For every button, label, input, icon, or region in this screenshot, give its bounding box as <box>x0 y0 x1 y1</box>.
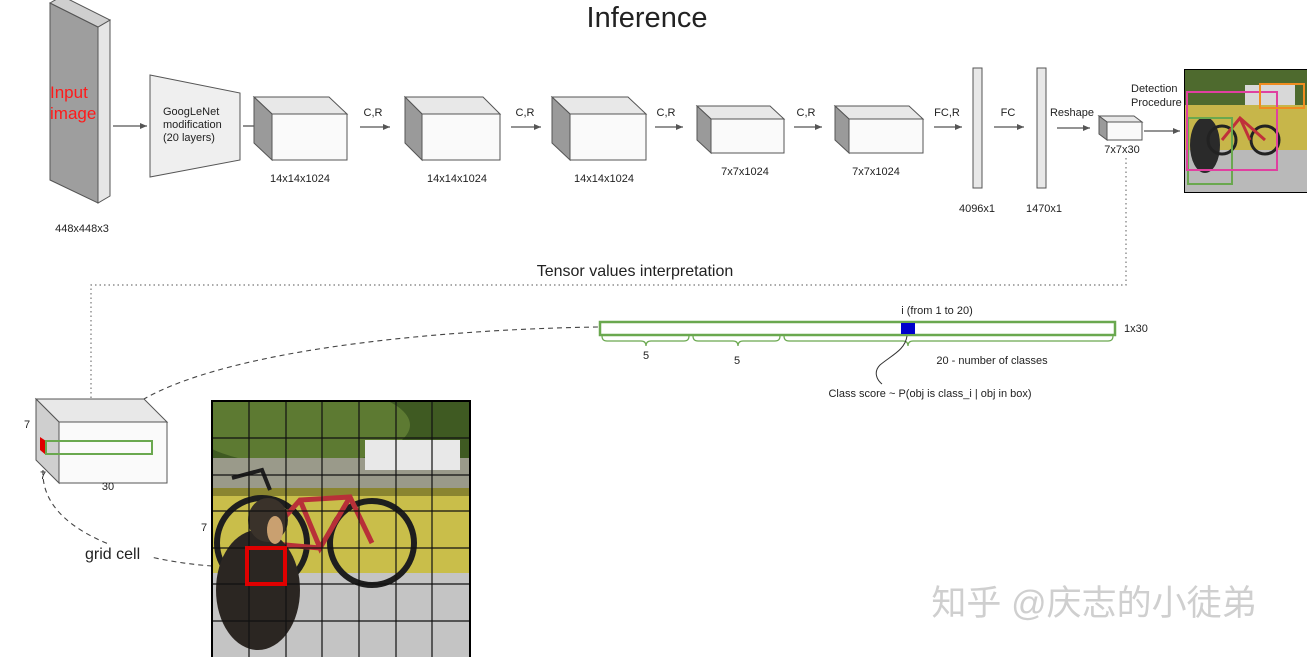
googlenet-line1: GoogLeNet <box>163 106 219 118</box>
class-score-pointer <box>875 335 908 385</box>
output-tensor <box>1097 115 1144 141</box>
diagram-title: Inference <box>587 2 708 34</box>
dotted-connector <box>90 158 1127 400</box>
op-label-1: C,R <box>364 107 383 119</box>
op-label-6: FC <box>1001 107 1016 119</box>
feature-block-3 <box>550 95 648 162</box>
fc-1-size: 4096x1 <box>959 203 995 215</box>
feature-block-5 <box>833 104 925 155</box>
fc-layer-1 <box>972 67 983 189</box>
cube-dim-h: 7 <box>24 419 30 431</box>
selected-cell-face <box>40 437 46 455</box>
input-label-line1: Input <box>50 83 88 102</box>
interp-title: Tensor values interpretation <box>537 263 734 280</box>
segment-3-label: 20 - number of classes <box>936 355 1048 367</box>
detection-line2: Procedure <box>1131 97 1182 109</box>
op-label-3: C,R <box>657 107 676 119</box>
op-label-7: Reshape <box>1050 107 1094 119</box>
dashed-connector-grid <box>42 469 213 567</box>
detection-result-image <box>1184 69 1307 193</box>
op-label-5: FC,R <box>934 107 960 119</box>
watermark: 知乎 @庆志的小徒弟 <box>931 584 1256 623</box>
input-label-line2: image <box>50 104 96 123</box>
fc-layer-2 <box>1036 67 1047 189</box>
detection-line1: Detection <box>1131 83 1177 95</box>
highlighted-grid-cell <box>245 546 287 586</box>
output-size: 7x7x30 <box>1104 144 1139 156</box>
tensor-cube <box>34 397 169 485</box>
block-2-size: 14x14x1024 <box>427 173 487 185</box>
fc-2-size: 1470x1 <box>1026 203 1062 215</box>
vector-size: 1x30 <box>1124 323 1148 335</box>
block-3-size: 14x14x1024 <box>574 173 634 185</box>
googlenet-line2: modification <box>163 119 222 131</box>
cube-vector-highlight <box>45 440 153 455</box>
googlenet-block <box>149 74 241 178</box>
input-image-slab <box>48 0 112 204</box>
block-5-size: 7x7x1024 <box>852 166 900 178</box>
op-label-4: C,R <box>797 107 816 119</box>
class-score-cell <box>901 323 915 334</box>
block-1-size: 14x14x1024 <box>270 173 330 185</box>
segment-2-label: 5 <box>734 355 740 367</box>
grid-lines <box>213 402 469 657</box>
i-label: i (from 1 to 20) <box>901 305 973 317</box>
cube-dim-d: 30 <box>102 481 114 493</box>
class-score-label: Class score ~ P(obj is class_i | obj in … <box>828 388 1031 400</box>
feature-block-2 <box>403 95 502 162</box>
feature-block-4 <box>695 104 786 155</box>
cube-dim-w: 7 <box>40 470 46 482</box>
vector-1x30 <box>598 320 1117 337</box>
feature-block-1 <box>252 95 349 162</box>
grid-dim-label: 7 <box>201 522 207 534</box>
segment-braces <box>601 335 1114 347</box>
grid-cell-label: grid cell <box>85 546 140 563</box>
input-photo-grid <box>211 400 471 657</box>
op-label-2: C,R <box>516 107 535 119</box>
input-size-label: 448x448x3 <box>55 223 109 235</box>
block-4-size: 7x7x1024 <box>721 166 769 178</box>
segment-1-label: 5 <box>643 350 649 362</box>
googlenet-line3: (20 layers) <box>163 132 215 144</box>
